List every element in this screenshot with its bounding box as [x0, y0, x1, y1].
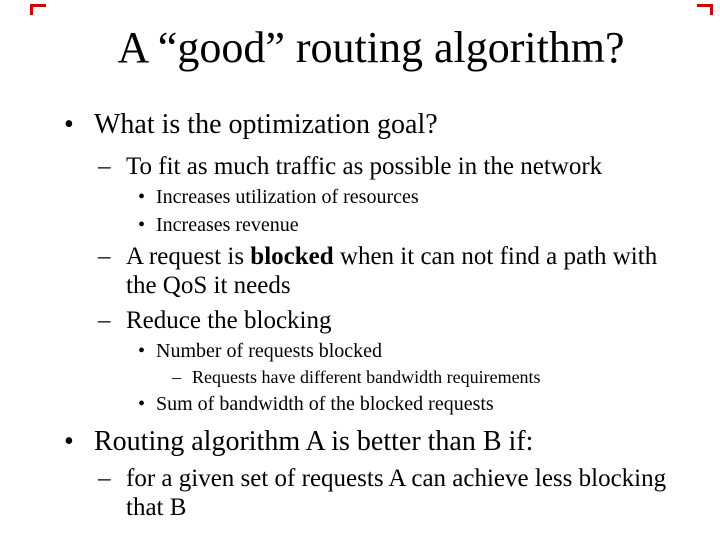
item-increases-utilization: • Increases utilization of resources [0, 185, 720, 210]
dash-icon: – [98, 307, 111, 334]
bullet-icon: • [138, 186, 146, 208]
slide-title: A “good” routing algorithm? [117, 23, 625, 72]
bullet-icon: • [138, 340, 146, 362]
item-sum-bandwidth: • Sum of bandwidth of the blocked reques… [0, 392, 720, 417]
outline-item-text: Requests have different bandwidth requir… [192, 367, 541, 387]
outline-item-text: for a given set of requests A can achiev… [126, 465, 667, 521]
outline-item-text: Routing algorithm A is better than B if: [94, 426, 534, 457]
bullet-icon: • [64, 426, 74, 457]
outline-item-text: Increases revenue [156, 214, 299, 236]
item-what-is-optimization-goal: • What is the optimization goal? [0, 107, 720, 143]
outline-item-text: Sum of bandwidth of the blocked requests [156, 393, 494, 415]
dash-icon: – [172, 367, 181, 387]
dash-icon: – [98, 465, 111, 492]
bullet-icon: • [64, 109, 74, 140]
dash-icon: – [98, 243, 111, 270]
item-different-bandwidth: – Requests have different bandwidth requ… [0, 366, 720, 388]
outline-item-text: A request is blocked when it can not fin… [126, 243, 658, 299]
item-number-requests-blocked: • Number of requests blocked [0, 339, 720, 364]
item-fit-traffic: – To fit as much traffic as possible in … [0, 152, 720, 181]
item-reduce-blocking: – Reduce the blocking [0, 306, 720, 335]
outline-item-text: Number of requests blocked [156, 340, 383, 362]
outline-item-text: Increases utilization of resources [156, 186, 419, 208]
corner-mark-right-icon [697, 4, 713, 15]
bullet-icon: • [138, 214, 146, 236]
outline-body: • What is the optimization goal? – To fi… [0, 107, 720, 522]
corner-mark-left-icon [30, 4, 46, 15]
outline-item-text: Reduce the blocking [126, 307, 332, 334]
outline-item-text: What is the optimization goal? [94, 109, 438, 140]
item-less-blocking: – for a given set of requests A can achi… [0, 464, 720, 522]
item-increases-revenue: • Increases revenue [0, 213, 720, 238]
item-request-blocked: – A request is blocked when it can not f… [0, 242, 720, 300]
bullet-icon: • [138, 393, 146, 415]
outline-item-text: To fit as much traffic as possible in th… [126, 153, 603, 180]
item-routing-a-better-than-b: • Routing algorithm A is better than B i… [0, 424, 720, 460]
dash-icon: – [98, 153, 111, 180]
